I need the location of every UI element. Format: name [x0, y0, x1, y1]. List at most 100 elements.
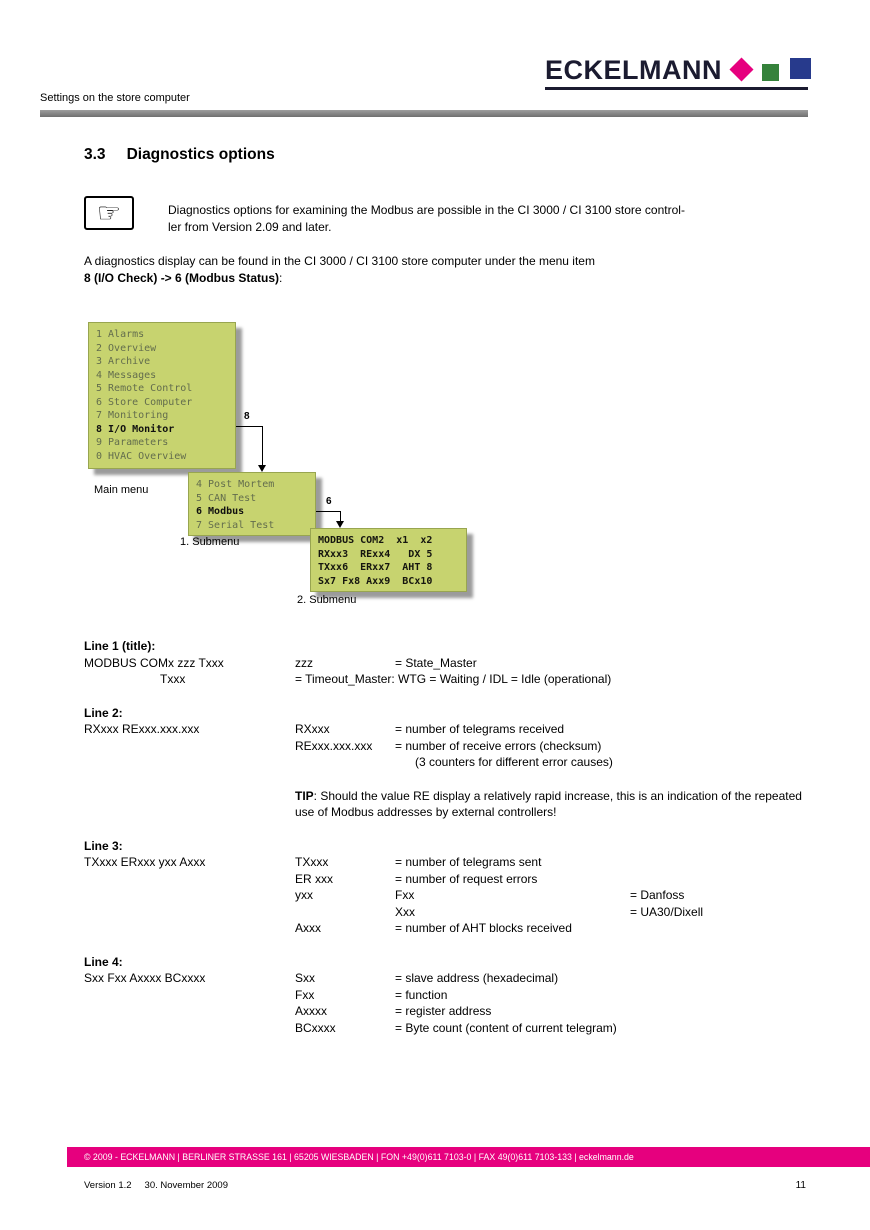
arrow-2-label: 6 [326, 496, 332, 507]
def-row: Txxx = Timeout_Master: WTG = Waiting / I… [84, 671, 810, 688]
def-subterm: RXxxx [295, 722, 330, 736]
def-subvalue: Xxx [395, 904, 416, 919]
def-subterm: Fxx [295, 987, 315, 1002]
menu-item: 3 Archive [96, 356, 151, 367]
page-number: 11 [795, 1180, 806, 1191]
line4-definitions: Line 4: Sxx Fxx Axxxx BCxxxx Sxx = slave… [84, 954, 810, 1037]
menu-item: 0 HVAC Overview [96, 450, 187, 462]
def-row: Sxx Fxx Axxxx BCxxxx Sxx = slave address… [84, 970, 810, 987]
footer-address-bar: © 2009 - ECKELMANN | BERLINER STRASSE 16… [67, 1147, 870, 1167]
arrow-1-horizontal [236, 426, 263, 427]
def-row: ER xxx = number of request errors [84, 871, 810, 888]
menu-item: 1 Alarms [96, 329, 145, 340]
def-row: Axxx = number of AHT blocks received [84, 920, 810, 937]
version-line: Version 1.2 30. November 2009 [84, 1180, 228, 1191]
menu-item: 7 Serial Test [196, 519, 275, 531]
def-subterm [295, 754, 395, 771]
def-meaning: = number of telegrams received [395, 722, 565, 736]
def-meaning: = Timeout_Master: WTG = Waiting / IDL = … [295, 672, 612, 686]
def-meaning: = number of telegrams sent [395, 855, 542, 869]
eckelmann-logo: ECKELMANN [545, 55, 811, 85]
tip-label: TIP [295, 788, 314, 803]
breadcrumb: Settings on the store computer [40, 92, 190, 104]
menu-item: 4 Messages [96, 369, 157, 381]
arrow-1-head-icon [258, 465, 266, 472]
header-rule [40, 110, 808, 117]
version-label: Version 1.2 [84, 1180, 132, 1191]
menu-diagram: 1 Alarms 2 Overview 3 Archive 4 Messages… [0, 318, 870, 613]
def-subvalue: Fxx [395, 888, 415, 902]
logo-diamond-icon [729, 57, 754, 82]
definitions: Line 1 (title): MODBUS COMx zzz Txxx zzz… [84, 638, 810, 1053]
arrow-1-label: 8 [244, 411, 250, 422]
def-meaning: = register address [395, 1004, 492, 1018]
def-term [84, 904, 295, 921]
def-meaning: = number of AHT blocks received [395, 921, 572, 935]
def-subterm: Sxx [295, 971, 316, 985]
def-subterm: BCxxxx [295, 1020, 336, 1035]
section-title-text: Diagnostics options [126, 146, 275, 163]
def-row: Fxx = function [84, 987, 810, 1004]
def-row: RExxx.xxx.xxx = number of receive errors… [84, 738, 810, 755]
menu-path: 8 (I/O Check) -> 6 (Modbus Status) [84, 270, 280, 285]
def-meaning: = Byte count (content of current telegra… [395, 1020, 617, 1035]
display-line: RXxx3 RExx4 DX 5 [318, 548, 433, 560]
submenu-2-display: MODBUS COM2 x1 x2 RXxx3 RExx4 DX 5 TXxx6… [310, 528, 467, 592]
arrow-2-head-icon [336, 521, 344, 528]
menu-item: 6 Store Computer [96, 396, 193, 408]
menu-item: 7 Monitoring [96, 410, 169, 421]
intro-paragraph: A diagnostics display can be found in th… [84, 253, 784, 286]
menu-item: 5 CAN Test [196, 492, 257, 504]
menu-item: 2 Overview [96, 342, 157, 354]
def-meaning: = UA30/Dixell [630, 904, 704, 919]
def-heading: Line 1 (title): [84, 639, 156, 653]
def-subterm: Txxx [160, 672, 186, 686]
arrow-1-vertical [262, 426, 263, 466]
intro-line-1: A diagnostics display can be found in th… [84, 254, 595, 268]
tip-text: : Should the value RE display a relative… [295, 788, 802, 820]
def-subterm: yxx [295, 888, 313, 902]
def-subterm: TXxxx [295, 855, 329, 869]
display-line: MODBUS COM2 x1 x2 [318, 535, 433, 546]
def-row: MODBUS COMx zzz Txxx zzz = State_Master [84, 655, 810, 672]
menu-item: 5 Remote Control [96, 383, 193, 394]
def-term: RXxxx RExxx.xxx.xxx [84, 722, 200, 736]
menu-item: 9 Parameters [96, 437, 169, 448]
arrow-2-horizontal [316, 511, 341, 512]
submenu-2-label: 2. Submenu [297, 594, 357, 606]
footer-text: © 2009 - ECKELMANN | BERLINER STRASSE 16… [84, 1152, 634, 1162]
def-row: yxx Fxx = Danfoss [84, 887, 810, 904]
def-term: MODBUS COMx zzz Txxx [84, 655, 224, 670]
def-row: (3 counters for different error causes) [84, 754, 810, 771]
logo-wordmark: ECKELMANN [545, 55, 722, 85]
logo-marks [729, 55, 811, 85]
tip-paragraph: TIP: Should the value RE display a relat… [295, 788, 810, 821]
def-term [84, 987, 295, 1004]
def-term [84, 920, 295, 937]
pointing-hand-glyph: ☞ [96, 197, 122, 228]
def-subterm: Axxx [295, 921, 322, 935]
line1-definitions: Line 1 (title): MODBUS COMx zzz Txxx zzz… [84, 638, 810, 688]
def-meaning: (3 counters for different error causes) [415, 755, 613, 769]
logo-underline [545, 87, 808, 90]
def-meaning: = function [395, 987, 448, 1002]
note-line-2: ler from Version 2.09 and later. [168, 219, 332, 234]
note-text: Diagnostics options for examining the Mo… [168, 202, 828, 235]
def-term [84, 871, 295, 888]
def-term [84, 738, 295, 755]
def-subterm: zzz [295, 655, 313, 670]
def-term [84, 1003, 295, 1020]
note-hand-icon: ☞ [84, 196, 134, 230]
def-heading: Line 3: [84, 838, 123, 853]
arrow-2-vertical [340, 511, 341, 522]
submenu-1-display: 4 Post Mortem 5 CAN Test 6 Modbus 7 Seri… [188, 472, 316, 536]
note-line-1: Diagnostics options for examining the Mo… [168, 203, 685, 217]
section-number: 3.3 [84, 146, 106, 163]
version-date: 30. November 2009 [144, 1180, 228, 1191]
menu-item-selected: 6 Modbus [196, 506, 245, 517]
def-meaning: = Danfoss [630, 888, 685, 902]
def-subterm: RExxx.xxx.xxx [295, 738, 373, 753]
def-meaning: = number of request errors [395, 871, 538, 886]
def-meaning: = number of receive errors (checksum) [395, 738, 602, 753]
